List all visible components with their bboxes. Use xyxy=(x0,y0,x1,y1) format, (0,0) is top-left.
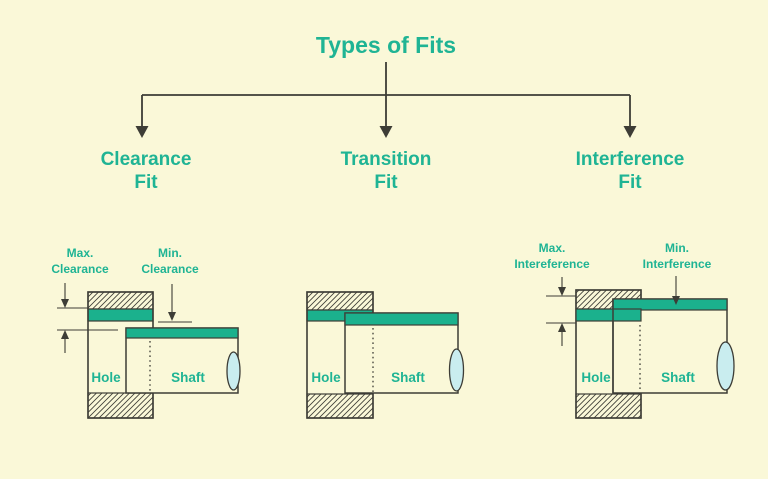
hole-hatch-bottom xyxy=(306,393,374,419)
down-arrow-icon xyxy=(379,126,393,138)
shaft-body xyxy=(344,312,459,394)
hole-tolerance-band xyxy=(87,308,154,322)
hole-label: Hole xyxy=(91,370,121,385)
hole-hatch-bottom xyxy=(87,392,154,419)
shaft-label: Shaft xyxy=(171,370,205,385)
down-arrow-icon xyxy=(558,287,566,296)
shaft-tolerance-band xyxy=(344,312,459,326)
shaft-tolerance-band xyxy=(125,327,239,339)
label-line: Interference xyxy=(642,256,712,271)
max-clearance-label: Max. Clearance xyxy=(51,246,108,277)
heading-line: Fit xyxy=(134,172,158,193)
max-interference-dimension xyxy=(546,277,576,346)
clearance-fit-diagram xyxy=(57,283,241,419)
down-arrow-icon xyxy=(623,126,637,138)
shaft-break-lens xyxy=(716,341,735,391)
hole-hatch-top xyxy=(306,291,374,311)
shaft-break-lens xyxy=(448,348,465,392)
min-interference-label: Min. Interference xyxy=(643,241,712,272)
label-line: Max. xyxy=(66,246,94,260)
down-arrow-icon xyxy=(168,312,176,321)
hole-hatch-bottom xyxy=(575,393,642,419)
max-clearance-dimension xyxy=(57,283,118,353)
label-line: Clearance xyxy=(141,261,199,276)
label-line: Intereference xyxy=(514,256,590,271)
hole-tolerance-band xyxy=(575,308,642,322)
interference-fit-diagram xyxy=(546,276,735,419)
shaft-tolerance-band xyxy=(612,298,728,311)
label-line: Clearance xyxy=(51,261,109,276)
heading-line: Fit xyxy=(618,172,642,193)
up-arrow-icon xyxy=(558,323,566,332)
shaft-label: Shaft xyxy=(661,370,695,385)
min-interference-dimension xyxy=(672,276,680,305)
down-arrow-icon xyxy=(135,126,149,138)
heading-line: Transition xyxy=(340,149,432,170)
hole-hatch-top xyxy=(87,291,154,310)
down-arrow-icon xyxy=(61,299,69,308)
down-arrow-icon xyxy=(672,296,680,305)
label-line: Max. xyxy=(538,241,566,255)
shaft-break-lens xyxy=(226,351,241,391)
tree-connector xyxy=(135,62,637,138)
max-interference-label: Max. Intereference xyxy=(514,241,589,272)
page-title: Types of Fits xyxy=(315,32,457,58)
heading-transition-fit: Transition Fit xyxy=(341,148,432,194)
shaft-label: Shaft xyxy=(391,370,425,385)
heading-line: Interference xyxy=(575,149,685,170)
heading-clearance-fit: Clearance Fit xyxy=(101,148,192,194)
hole-label: Hole xyxy=(311,370,341,385)
transition-fit-diagram xyxy=(306,291,465,419)
label-line: Min. xyxy=(158,246,182,260)
min-clearance-label: Min. Clearance xyxy=(141,246,198,277)
label-line: Min. xyxy=(664,241,689,255)
heading-interference-fit: Interference Fit xyxy=(576,148,685,194)
heading-line: Fit xyxy=(374,172,398,193)
min-clearance-dimension xyxy=(158,284,192,323)
up-arrow-icon xyxy=(61,330,69,339)
heading-line: Clearance xyxy=(100,149,192,170)
hole-label: Hole xyxy=(581,370,611,385)
